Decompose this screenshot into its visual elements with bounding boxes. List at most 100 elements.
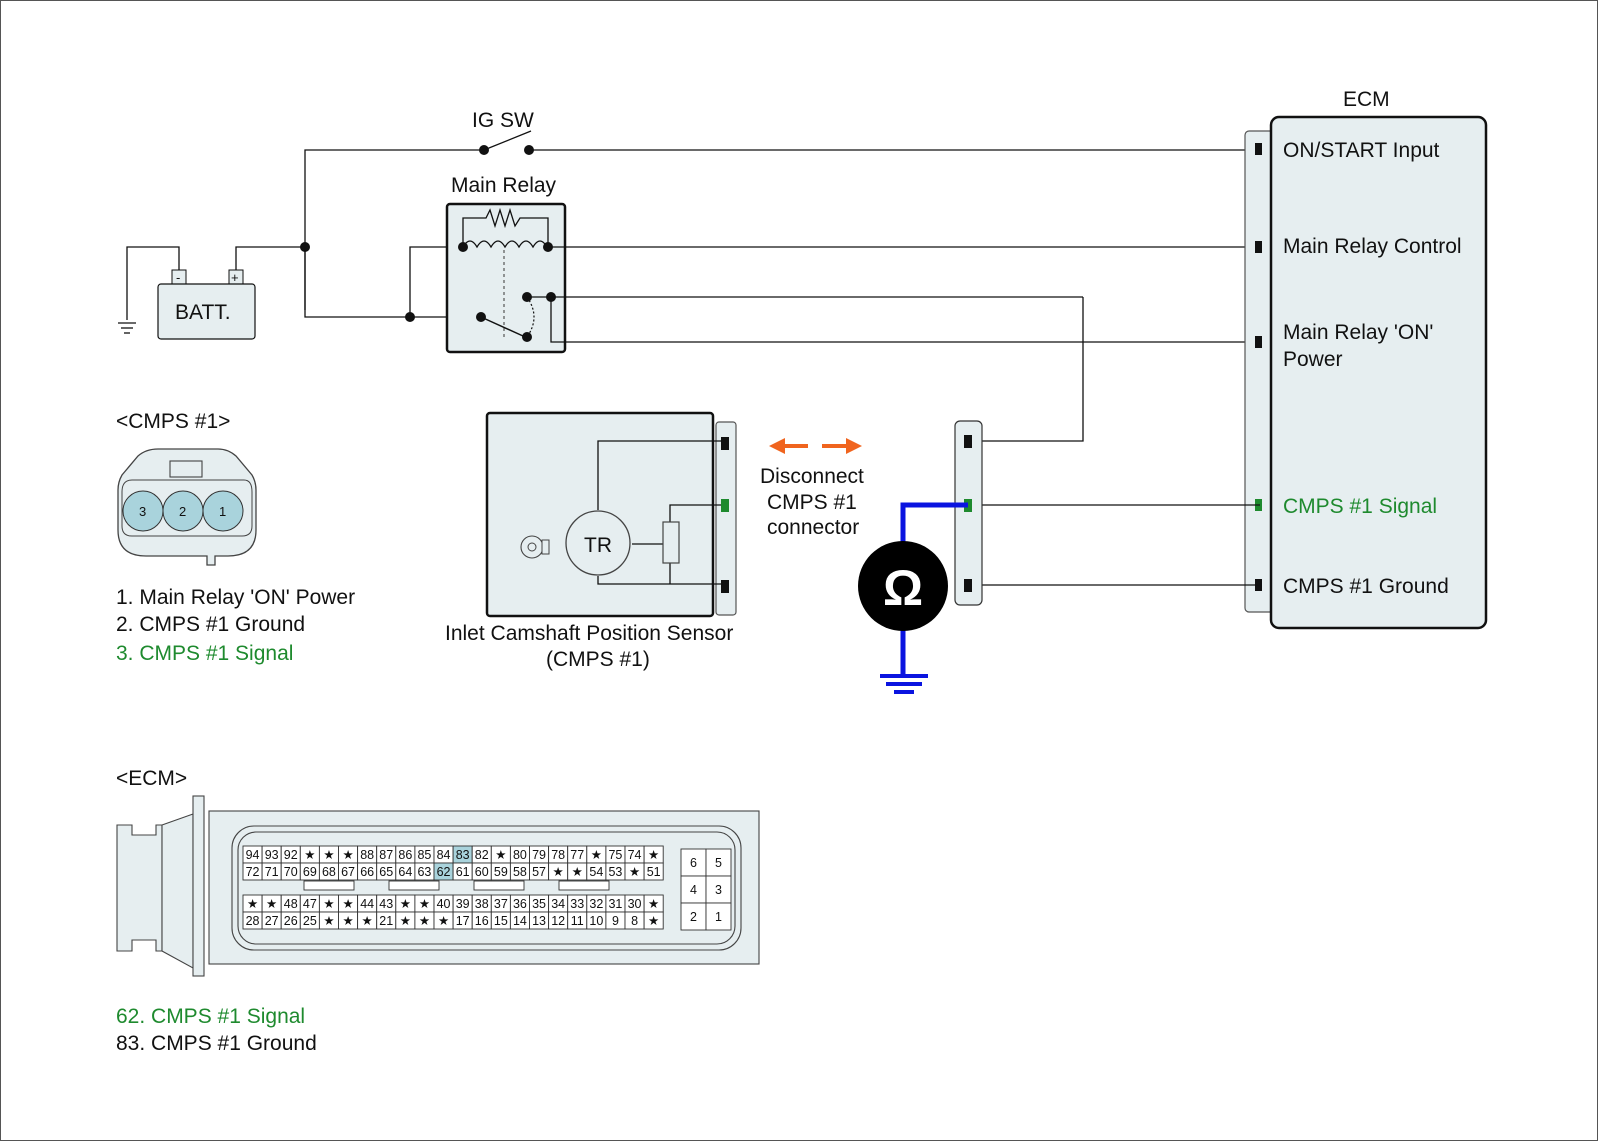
ecm-side-pin-number: 2 bbox=[690, 910, 697, 924]
ecm-pin-number: 17 bbox=[456, 914, 470, 928]
ecm-pin-number: 10 bbox=[589, 914, 603, 928]
ecm-pin-label-relay-on-power: Main Relay 'ON' bbox=[1283, 321, 1433, 344]
ecm-pin-number: 68 bbox=[322, 865, 336, 879]
transistor-icon bbox=[565, 510, 631, 576]
ecm-pin-number: 51 bbox=[647, 865, 661, 879]
ecm-pin-number: 61 bbox=[456, 865, 470, 879]
ecm-pin-number: 15 bbox=[494, 914, 508, 928]
igsw-terminal-b bbox=[524, 145, 534, 155]
ecm-pin-number: 12 bbox=[551, 914, 565, 928]
ecm-pin-label-cmps-signal: CMPS #1 Signal bbox=[1283, 495, 1437, 518]
ecm-pin-number: 11 bbox=[571, 914, 584, 928]
ecm-connector-title: <ECM> bbox=[116, 767, 187, 790]
ecm-pin bbox=[1255, 241, 1262, 253]
transistor-label: TR bbox=[584, 534, 612, 557]
ecm-pin-number: ★ bbox=[323, 848, 334, 862]
ecm-side-pin-number: 3 bbox=[715, 883, 722, 897]
cmps-pin-2: 2 bbox=[179, 504, 186, 519]
ohm-symbol: Ω bbox=[883, 560, 923, 616]
ecm-pin-number: 35 bbox=[532, 897, 546, 911]
ecm-pin-number: 14 bbox=[513, 914, 527, 928]
ecm-pin-number: 39 bbox=[456, 897, 470, 911]
ecm-legend-item-signal: 62. CMPS #1 Signal bbox=[116, 1005, 305, 1028]
ecm-pin-number: 9 bbox=[612, 914, 619, 928]
cmps-connector-title: <CMPS #1> bbox=[116, 410, 230, 433]
cmps-pin-1: 1 bbox=[219, 504, 226, 519]
ecm-pin-number: 30 bbox=[628, 897, 642, 911]
ecm-side-pin-cell bbox=[680, 848, 707, 877]
ecm-pin-number: 77 bbox=[570, 848, 584, 862]
ecm-side-pin-number: 6 bbox=[690, 856, 697, 870]
wire-relay-on-power bbox=[550, 297, 1260, 343]
disconnect-note-2: CMPS #1 bbox=[767, 491, 857, 514]
ecm-pin-number: 43 bbox=[379, 897, 393, 911]
ecm-pin-number: 38 bbox=[475, 897, 489, 911]
battery-neg-sign: - bbox=[176, 270, 180, 285]
ecm-pin-number: ★ bbox=[323, 914, 334, 928]
ecm-pin-number: 16 bbox=[475, 914, 489, 928]
ecm-pin-number: 33 bbox=[570, 897, 584, 911]
main-relay-box bbox=[445, 202, 567, 354]
relay-coil-icon bbox=[462, 240, 548, 249]
ecm-pin-label-relay-control: Main Relay Control bbox=[1283, 235, 1462, 258]
ecm-pin-number: ★ bbox=[419, 914, 430, 928]
ecm-pin-number: 72 bbox=[246, 865, 260, 879]
relay-resistor-icon bbox=[462, 207, 549, 247]
igsw-label: IG SW bbox=[472, 109, 534, 132]
ecm-pin-number: 74 bbox=[628, 848, 642, 862]
ecm-pin-number: ★ bbox=[400, 897, 411, 911]
ecm-pin-number: ★ bbox=[572, 865, 583, 879]
wire-relay-coil-feed bbox=[409, 246, 463, 317]
ecm-pin-number: ★ bbox=[400, 914, 411, 928]
wire-batt-neg-ground bbox=[126, 246, 180, 320]
cmps-legend-item: 2. CMPS #1 Ground bbox=[116, 613, 305, 636]
ecm-pin-number: 86 bbox=[398, 848, 412, 862]
ecm-pin-number: ★ bbox=[247, 897, 258, 911]
ecm-pin-label-relay-on-power-2: Power bbox=[1283, 348, 1343, 371]
ecm-pin-number: 31 bbox=[608, 897, 622, 911]
ecm-pin-number: 8 bbox=[631, 914, 638, 928]
ecm-pin-number: 62 bbox=[437, 865, 451, 879]
ecm-pin-number: 92 bbox=[284, 848, 298, 862]
ecm-side-pin-number: 1 bbox=[715, 910, 722, 924]
relay-contact-icon bbox=[480, 316, 524, 337]
ecm-pin-number: ★ bbox=[419, 897, 430, 911]
sensor-name-2: (CMPS #1) bbox=[546, 648, 650, 671]
ecm-pin-number: 32 bbox=[589, 897, 603, 911]
ecm-pin-number: ★ bbox=[495, 848, 506, 862]
ecm-side-pin-cell bbox=[705, 902, 732, 931]
ecm-pin-number: ★ bbox=[266, 897, 277, 911]
ecm-key-slot bbox=[558, 880, 610, 891]
sensor-resistor-icon bbox=[662, 521, 680, 564]
disconnect-arrows-icon bbox=[769, 438, 862, 454]
ecm-side-pin-number: 4 bbox=[690, 883, 697, 897]
ecm-pin-number: ★ bbox=[342, 897, 353, 911]
ecm-pin bbox=[1255, 336, 1262, 348]
ecm-pin-number: ★ bbox=[591, 848, 602, 862]
battery-label: BATT. bbox=[175, 301, 231, 324]
ecm-pin-number: 93 bbox=[265, 848, 279, 862]
harness-connector bbox=[954, 420, 983, 606]
ecm-pin-number: 85 bbox=[417, 848, 431, 862]
ecm-pin-cell bbox=[643, 911, 664, 930]
ecm-pin bbox=[1255, 143, 1262, 155]
ecm-pin-number: 36 bbox=[513, 897, 527, 911]
ecm-pin-number: ★ bbox=[342, 914, 353, 928]
ecm-pin-cell bbox=[643, 862, 664, 881]
ecm-pin-number: 84 bbox=[437, 848, 451, 862]
ecm-pin-number: ★ bbox=[648, 914, 659, 928]
sensor-name: Inlet Camshaft Position Sensor bbox=[445, 622, 733, 645]
ecm-pin-number: 71 bbox=[265, 865, 279, 879]
ecm-pin-number: ★ bbox=[362, 914, 373, 928]
ecm-pin-number: 94 bbox=[246, 848, 260, 862]
ecm-pin-number: 70 bbox=[284, 865, 298, 879]
ecm-pin-number: 78 bbox=[551, 848, 565, 862]
ecm-pin-number: 64 bbox=[398, 865, 412, 879]
ecm-label: ECM bbox=[1343, 88, 1390, 111]
ecm-box bbox=[1269, 115, 1488, 630]
ecm-pin-number: 88 bbox=[360, 848, 374, 862]
ecm-pin-number: 65 bbox=[379, 865, 393, 879]
